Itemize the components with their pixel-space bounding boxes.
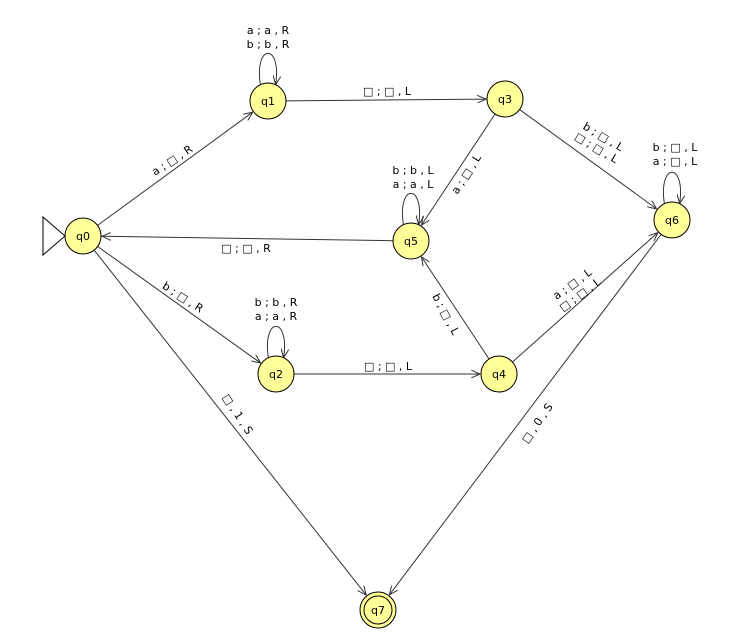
transition-label-group: □ , 0 , S	[519, 401, 556, 446]
transition-arrow	[389, 234, 662, 594]
transition-arrow	[97, 246, 261, 362]
self-loop-arrow	[266, 326, 284, 357]
transition-q2-to-q2: b ; b , Ra ; a , R	[255, 296, 298, 358]
transition-q0-to-q2: b ; □ , R	[97, 246, 261, 362]
transition-label: a ; □ , L	[449, 151, 485, 196]
transition-label: b ; b , R	[247, 38, 290, 51]
transition-q4-to-q5: b ; □ , L	[421, 257, 490, 360]
state-circle	[392, 222, 430, 260]
state-label: q2	[269, 368, 283, 381]
transition-label-group: b ; □ , L□ ; □ , L	[572, 120, 626, 167]
transition-arrow	[421, 113, 496, 225]
transition-label: a ; a , R	[255, 310, 298, 323]
transition-q4-to-q6: a ; □ , L□ ; □ , L	[512, 233, 657, 363]
state-q0: q0	[42, 215, 102, 257]
transition-arrow	[519, 109, 657, 209]
transition-q0-to-q7: □ , 1 , S	[93, 249, 366, 595]
state-label: q7	[371, 604, 385, 617]
state-label: q4	[492, 368, 506, 381]
transition-q6-to-q7: □ , 0 , S	[389, 234, 662, 594]
transition-label-group: □ , 1 , S	[220, 392, 256, 437]
transition-label: b ; □ , L	[429, 291, 462, 337]
transition-label: b ; b , R	[255, 296, 298, 309]
transition-label: a ; a , L	[393, 178, 435, 191]
transition-q0-to-q1: a ; □ , R	[97, 112, 253, 226]
state-circle	[653, 201, 691, 239]
transition-label: a ; □ , R	[149, 142, 195, 178]
transition-label-group: □ ; □ , L	[364, 360, 413, 373]
transition-label: □ , 0 , S	[519, 401, 556, 446]
initial-state-marker	[42, 215, 66, 257]
final-state-ring	[363, 595, 393, 625]
transition-q1-to-q1: a ; a , Rb ; b , R	[247, 24, 290, 85]
transition-label-group: □ ; □ , R	[221, 242, 271, 255]
transition-q6-to-q6: b ; □ , La ; □ , L	[653, 141, 699, 204]
transition-label: □ ; □ , L	[363, 85, 412, 98]
transition-label-group: b ; □ , R	[160, 279, 206, 315]
transition-label: □ , 1 , S	[220, 392, 256, 437]
state-label: q3	[498, 93, 512, 106]
transition-label: □ ; □ , L	[364, 360, 413, 373]
state-q5: q5	[392, 222, 430, 260]
transition-label: b ; □ , R	[160, 279, 206, 315]
self-loop-arrow	[401, 193, 419, 224]
transition-q3-to-q6: b ; □ , L□ ; □ , L	[519, 109, 657, 209]
state-q2: q2	[257, 355, 295, 393]
transition-q1-to-q3: □ ; □ , L	[285, 85, 486, 101]
transition-label: b ; b , L	[392, 164, 434, 177]
state-circle	[486, 80, 524, 118]
state-circle	[249, 82, 287, 120]
transition-q5-to-q5: b ; b , La ; a , L	[392, 164, 435, 225]
state-circle	[359, 591, 397, 629]
state-label: q0	[76, 230, 90, 243]
transition-label: □ ; □ , R	[221, 242, 271, 255]
transition-label-group: □ ; □ , L	[363, 85, 412, 98]
state-circle	[257, 355, 295, 393]
state-circle	[64, 217, 102, 255]
self-loop-arrow	[662, 172, 680, 203]
state-q4: q4	[480, 355, 518, 393]
state-q1: q1	[249, 82, 287, 120]
states-layer: q0 q1 q2 q3 q4 q5 q6 q7	[42, 80, 691, 629]
transition-q2-to-q4: □ ; □ , L	[294, 360, 480, 374]
state-label: q6	[665, 214, 679, 227]
state-label: q1	[261, 95, 275, 108]
transition-label-group: a ; □ , R	[149, 142, 195, 178]
transition-label-group: b ; □ , L	[429, 291, 462, 337]
transition-label-group: a ; □ , L□ ; □ , L	[551, 265, 604, 314]
transition-arrow	[97, 112, 253, 226]
transition-arrow	[512, 233, 657, 363]
state-q7: q7	[359, 591, 397, 629]
state-q6: q6	[653, 201, 691, 239]
transition-arrow	[285, 99, 486, 101]
transition-arrow	[93, 249, 366, 595]
transition-q5-to-q0: □ ; □ , R	[102, 236, 394, 255]
transition-label: a ; □ , L	[653, 155, 698, 168]
transition-arrow	[102, 236, 394, 242]
transitions-layer: a ; a , Rb ; b , Ra ; □ , R□ ; □ , La ; …	[93, 24, 699, 595]
state-label: q5	[404, 235, 418, 248]
transition-label: a ; a , R	[247, 24, 290, 37]
transition-label-group: a ; □ , L	[449, 151, 485, 196]
transition-label: b ; □ , L	[653, 141, 699, 154]
state-circle	[480, 355, 518, 393]
transition-arrow	[421, 257, 490, 360]
self-loop-arrow	[258, 53, 276, 84]
state-q3: q3	[486, 80, 524, 118]
